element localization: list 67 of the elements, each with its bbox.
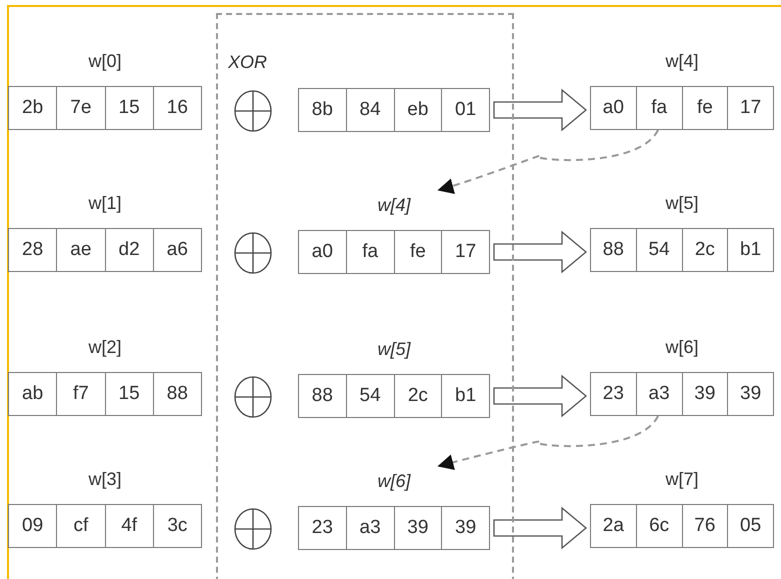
byte-cell-text: 88 <box>310 384 334 408</box>
byte-cell-text: 28 <box>21 238 44 262</box>
byte-cell-text: a0 <box>602 96 625 120</box>
word-label: w[1] <box>88 192 122 214</box>
byte-cell: f7 <box>56 373 104 415</box>
byte-cell-text: 23 <box>310 516 334 540</box>
byte-cell: a3 <box>346 507 394 549</box>
byte-cell: 84 <box>346 89 394 131</box>
byte-cell: b1 <box>441 375 489 417</box>
word-label: w[4] <box>665 50 698 72</box>
byte-cell: 01 <box>441 89 489 131</box>
byte-cell: cf <box>56 505 104 547</box>
byte-cell: eb <box>394 89 442 131</box>
byte-cell: 39 <box>682 373 728 415</box>
byte-cell-text: ab <box>21 382 44 406</box>
block-arrow <box>493 374 588 418</box>
block-arrow <box>493 506 588 550</box>
byte-cell-text: 23 <box>602 382 625 406</box>
word-label: w[4] <box>377 194 410 216</box>
byte-cell: 05 <box>727 505 773 547</box>
byte-cell-text: 2b <box>21 96 44 120</box>
block-arrow <box>493 88 588 132</box>
byte-cell: 39 <box>441 507 489 549</box>
byte-cell-text: 09 <box>21 514 44 538</box>
byte-cell-text: 8b <box>310 98 334 122</box>
byte-cell: 17 <box>441 231 489 273</box>
word-label: w[5] <box>665 192 698 214</box>
block-arrow <box>493 230 588 274</box>
word-label: w[2] <box>88 336 122 358</box>
byte-cell: 15 <box>104 87 153 129</box>
byte-cell: 3c <box>152 505 201 547</box>
byte-cell: 4f <box>104 505 153 547</box>
word-label: w[6] <box>377 470 410 492</box>
byte-cell: 16 <box>152 87 201 129</box>
byte-cell: 17 <box>727 87 773 129</box>
byte-cell: a6 <box>152 229 201 271</box>
byte-cell-text: 88 <box>602 238 625 262</box>
byte-cell: a3 <box>636 373 682 415</box>
byte-cell: 39 <box>394 507 442 549</box>
word-label: w[7] <box>665 468 698 490</box>
region-label: XOR <box>228 51 268 73</box>
word-label: w[6] <box>665 336 698 358</box>
word-label: w[3] <box>88 468 122 490</box>
dashed-arrow <box>437 415 659 470</box>
byte-cell: fa <box>346 231 394 273</box>
byte-cell: fe <box>394 231 442 273</box>
byte-cell: fa <box>636 87 682 129</box>
byte-cell: 39 <box>727 373 773 415</box>
byte-cell: 15 <box>104 373 153 415</box>
byte-cell: d2 <box>104 229 153 271</box>
word-label: w[0] <box>88 50 122 72</box>
dashed-region <box>216 13 514 579</box>
word-label: w[5] <box>377 338 410 360</box>
byte-cell: 54 <box>346 375 394 417</box>
byte-cell: 76 <box>682 505 728 547</box>
dashed-arrow <box>437 129 659 194</box>
byte-cell: 2c <box>682 229 728 271</box>
byte-cell-text: 2a <box>602 514 625 538</box>
byte-cell: ae <box>56 229 104 271</box>
byte-cell-text: a0 <box>310 240 334 264</box>
byte-cell: 6c <box>636 505 682 547</box>
byte-cell: 54 <box>636 229 682 271</box>
byte-cell: 2c <box>394 375 442 417</box>
byte-cell: 7e <box>56 87 104 129</box>
byte-cell: fe <box>682 87 728 129</box>
byte-cell: b1 <box>727 229 773 271</box>
byte-cell: 88 <box>152 373 201 415</box>
